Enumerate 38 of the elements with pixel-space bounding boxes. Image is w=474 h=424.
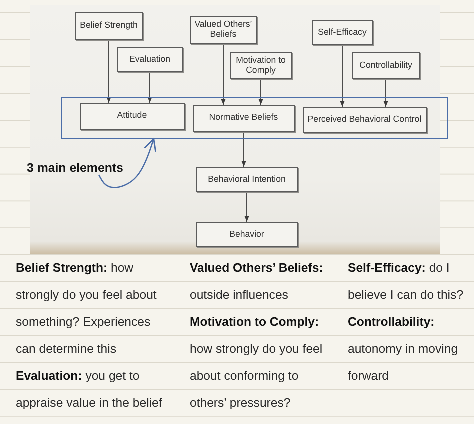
arrow [106, 40, 112, 104]
process-box [196, 167, 298, 192]
arrow [340, 44, 345, 108]
note-text: Controllability: autonomy in moving forward [348, 314, 460, 385]
arrow [242, 132, 246, 168]
process-box [230, 52, 292, 79]
box-label: Behavior [230, 230, 264, 240]
process-box [196, 222, 298, 247]
process-box [352, 52, 420, 79]
curved-arrow [98, 138, 157, 188]
note-text: Motivation to Comply: how strongly do you feel about conforming to others’ pressures? [190, 314, 324, 412]
box-label: Controllability [360, 60, 412, 70]
process-box [312, 20, 373, 45]
process-box [302, 106, 427, 133]
arrow [384, 78, 388, 108]
box-label: Motivation to Comply [235, 56, 287, 76]
arrow [244, 192, 250, 222]
process-box [190, 16, 257, 44]
arrow [221, 44, 226, 106]
box-label: Behavioral Intention [208, 174, 286, 184]
arrow [258, 78, 264, 106]
process-box [192, 104, 295, 132]
note-text: Valued Others’ Beliefs: outside influences [190, 260, 324, 304]
note-text: Evaluation: you get to appraise value in the belief [16, 368, 164, 412]
annotation-label: 3 main elements [27, 161, 127, 175]
box-label: Attitude [117, 111, 148, 122]
box-label: Perceived Behavioral Control [308, 114, 422, 125]
box-label: Normative Beliefs [209, 113, 278, 124]
note-text: Self-Efficacy: do I believe I can do this? [348, 260, 465, 304]
process-box [80, 102, 185, 130]
box-label: Evaluation [129, 54, 171, 64]
box-label: Self-Efficacy [318, 28, 367, 38]
box-label: Valued Others’ Beliefs [194, 20, 252, 40]
arrow [148, 72, 152, 104]
process-box [117, 47, 183, 72]
box-label: Belief Strength [80, 21, 138, 31]
process-box [75, 12, 143, 40]
grouping-frame [61, 97, 448, 139]
